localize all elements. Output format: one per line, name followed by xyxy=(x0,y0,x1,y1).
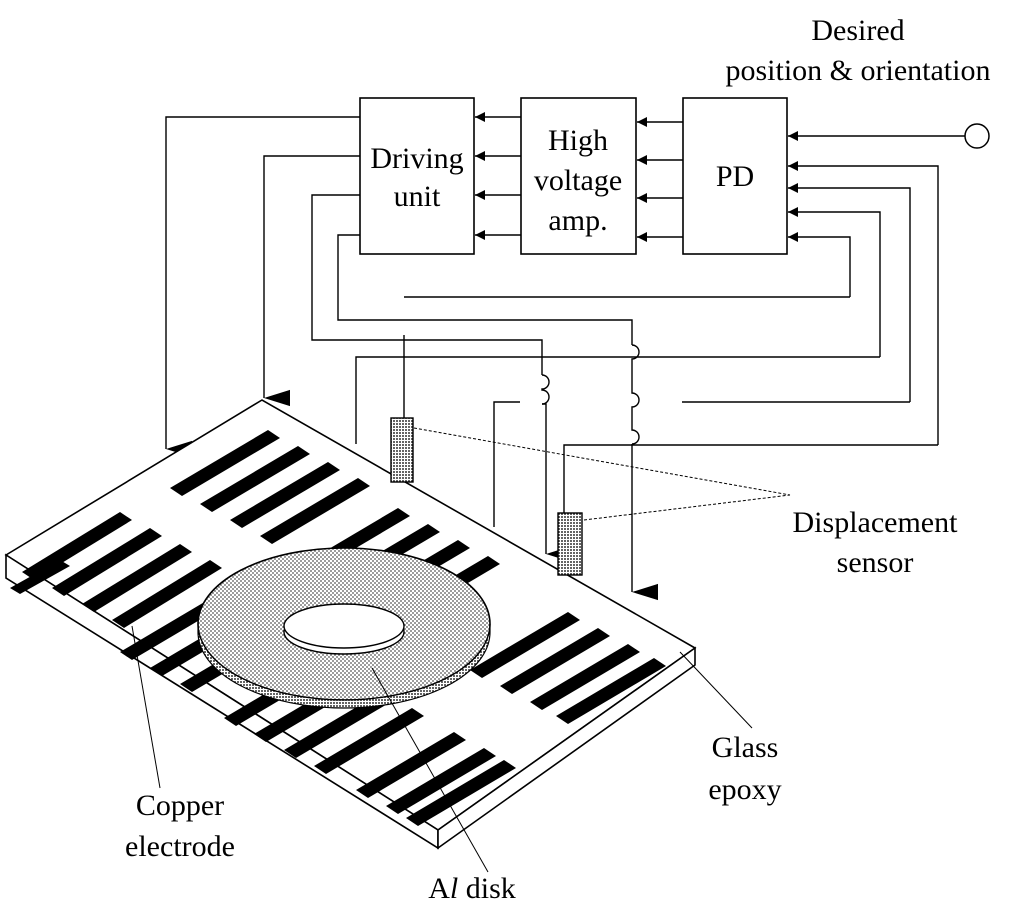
displacement-label-2: sensor xyxy=(837,546,914,579)
glass-epoxy-label-2: epoxy xyxy=(708,773,781,806)
drive-lines xyxy=(165,116,658,601)
desired-input: Desired position & orientation xyxy=(726,14,991,149)
al-disk-label-italic: l xyxy=(450,872,458,905)
displacement-sensor-2 xyxy=(557,512,583,576)
pd-to-amp-arrows xyxy=(637,117,683,242)
al-disk xyxy=(197,547,491,709)
hv-amp-label-2: voltage xyxy=(534,164,622,197)
input-terminal-icon xyxy=(964,123,990,149)
electrode-row-6 xyxy=(356,732,516,826)
electrode-row-4 xyxy=(470,612,666,724)
desired-label-1: Desired xyxy=(811,14,904,47)
driving-unit-label-2: unit xyxy=(394,180,441,213)
pd-label: PD xyxy=(716,160,754,193)
hv-amp-label-3: amp. xyxy=(548,204,607,237)
al-disk-label-prefix: A xyxy=(428,872,450,905)
displacement-label-1: Displacement xyxy=(793,506,959,539)
copper-electrode-label-2: electrode xyxy=(125,830,235,863)
high-voltage-amp-block: High voltage amp. xyxy=(520,97,637,255)
feedback-lines xyxy=(355,161,939,527)
driving-unit-label-1: Driving xyxy=(370,142,463,175)
pd-controller-block: PD xyxy=(682,97,788,255)
copper-electrode-label-1: Copper xyxy=(136,789,224,822)
amp-to-driver-arrows xyxy=(475,112,521,240)
al-disk-label: Al disk xyxy=(428,872,516,905)
displacement-sensor-1 xyxy=(390,417,414,483)
desired-label-2: position & orientation xyxy=(726,54,991,87)
electrode-row-back xyxy=(22,512,222,628)
glass-epoxy-label-1: Glass xyxy=(712,731,779,764)
hv-amp-label-1: High xyxy=(548,124,608,157)
al-disk-label-suffix: disk xyxy=(458,872,516,905)
electrode-row-2 xyxy=(170,430,370,544)
driving-unit-block: Driving unit xyxy=(359,97,475,255)
leader-lines xyxy=(131,427,791,873)
